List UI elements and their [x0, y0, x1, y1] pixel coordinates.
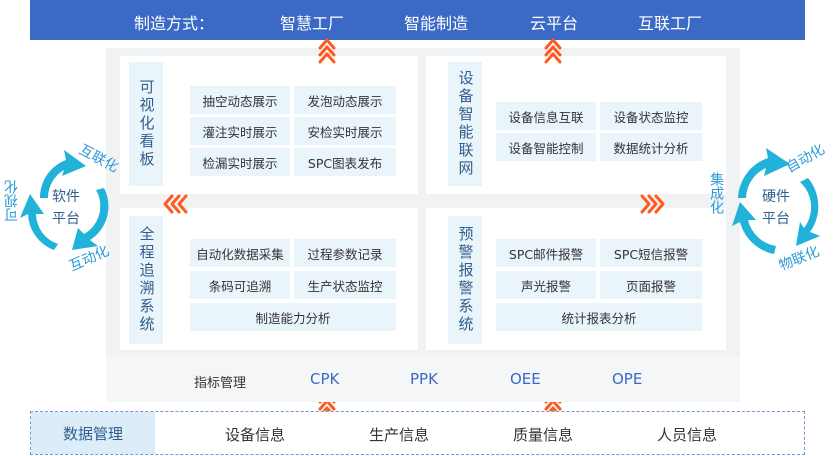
- kanban-tag: 安检实时展示: [294, 117, 396, 145]
- right-cycle-center: 硬件: [762, 189, 790, 205]
- alarm-tag: 统计报表分析: [496, 303, 702, 331]
- data-item-quality: 质量信息: [513, 426, 574, 444]
- kanban-tag: 灌注实时展示: [190, 117, 290, 145]
- alarm-tag: SPC短信报警: [600, 239, 702, 267]
- kanban-tag: SPC图表发布: [294, 148, 396, 176]
- metric-cpk: CPK: [310, 370, 340, 388]
- kanban-tag: 检漏实时展示: [190, 148, 290, 176]
- manufacturing-mode-label: 制造方式：: [134, 14, 215, 33]
- trace-tag: 制造能力分析: [190, 303, 396, 331]
- metrics-label: 指标管理: [194, 376, 247, 391]
- metrics-row: 指标管理 CPK PPK OEE OPE: [106, 356, 740, 402]
- mode-item-smart-manufacturing: 智能制造: [404, 14, 469, 33]
- left-cycle-label: 可视化: [4, 180, 20, 222]
- right-arrow-icon: [640, 194, 665, 214]
- kanban-tag: 发泡动态展示: [294, 86, 396, 114]
- alarm-tag: 声光报警: [496, 271, 596, 299]
- metric-ppk: PPK: [410, 370, 438, 388]
- iot-tag: 设备信息互联: [496, 102, 596, 130]
- data-management-label: 数据管理: [31, 412, 155, 454]
- right-cycle-graphic: [732, 148, 820, 254]
- left-cycle-graphic: [20, 150, 109, 250]
- kanban-tag: 抽空动态展示: [190, 86, 290, 114]
- alarm-tag: SPC邮件报警: [496, 239, 596, 267]
- left-arrow-icon: [163, 194, 188, 214]
- up-arrow-icon: [544, 38, 562, 64]
- iot-title: 设备智能联网: [448, 62, 482, 186]
- trace-title: 全程追溯系统: [129, 216, 163, 344]
- iot-tag: 数据统计分析: [600, 133, 702, 161]
- trace-tag: 自动化数据采集: [190, 239, 290, 267]
- up-arrow-icon: [318, 38, 336, 64]
- alarm-title: 预警报警系统: [448, 216, 482, 344]
- kanban-title: 可视化看板: [129, 62, 163, 186]
- right-cycle-center: 平台: [762, 211, 790, 227]
- data-item-equipment: 设备信息: [225, 426, 286, 444]
- manufacturing-mode-bar: 制造方式： 智慧工厂 智能制造 云平台 互联工厂: [30, 0, 805, 40]
- metric-ope: OPE: [612, 370, 643, 388]
- data-management-bar: 数据管理 设备信息 生产信息 质量信息 人员信息: [30, 411, 805, 455]
- data-item-personnel: 人员信息: [657, 426, 718, 444]
- iot-tag: 设备状态监控: [600, 102, 702, 130]
- left-cycle-center: 平台: [52, 211, 80, 227]
- metric-oee: OEE: [510, 370, 541, 388]
- trace-tag: 条码可追溯: [190, 271, 290, 299]
- data-item-production: 生产信息: [369, 426, 430, 444]
- left-cycle-center: 软件: [52, 189, 80, 205]
- right-cycle-side-label: 集成化: [708, 172, 725, 214]
- mode-item-smart-factory: 智慧工厂: [280, 14, 345, 33]
- mode-item-cloud-platform: 云平台: [530, 14, 579, 33]
- trace-tag: 生产状态监控: [294, 271, 396, 299]
- trace-tag: 过程参数记录: [294, 239, 396, 267]
- iot-tag: 设备智能控制: [496, 133, 596, 161]
- mode-item-connected-factory: 互联工厂: [638, 14, 703, 33]
- alarm-tag: 页面报警: [600, 271, 702, 299]
